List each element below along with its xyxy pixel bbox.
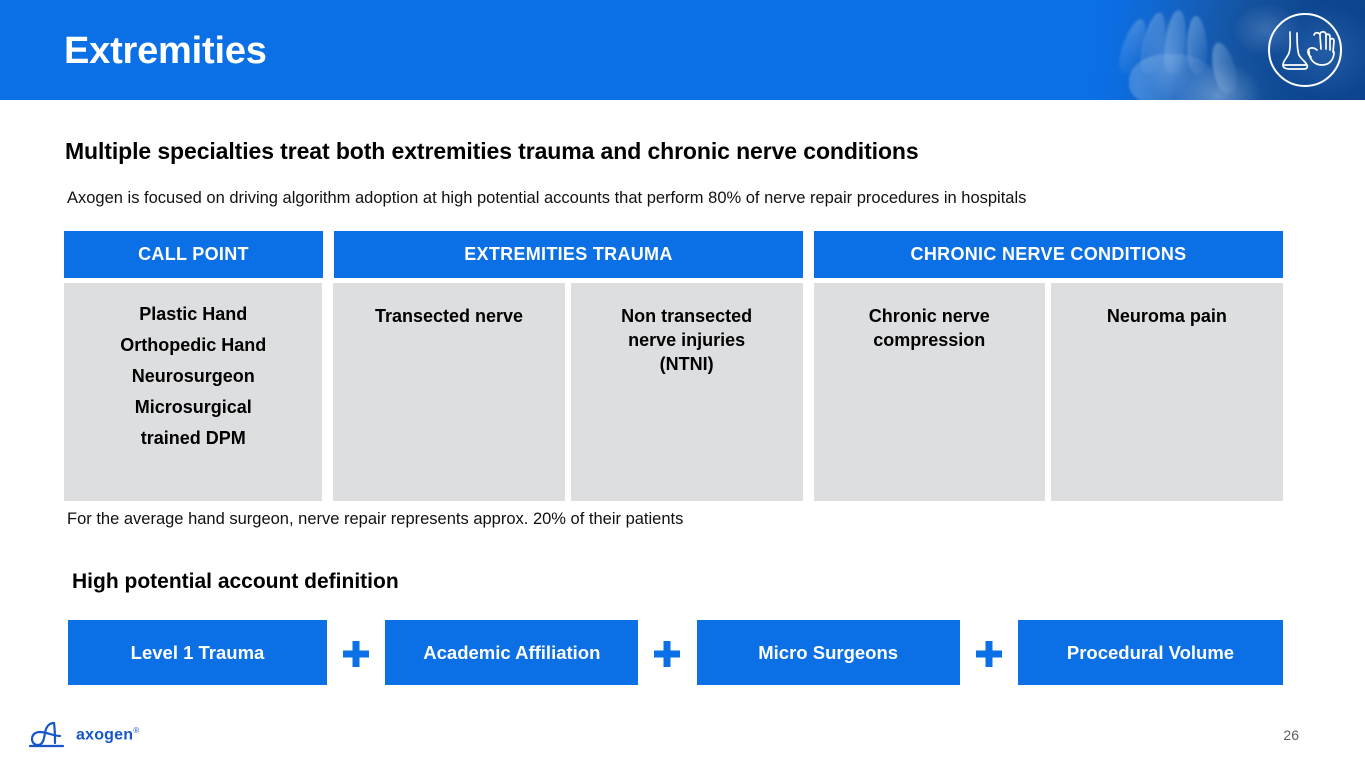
plus-glyph — [975, 641, 1002, 668]
cell-line: Chronic nerve — [868, 306, 990, 326]
cell-line: nerve injuries — [628, 329, 746, 350]
criteria-chip-level-1-trauma: Level 1 Trauma — [68, 620, 327, 685]
high-potential-criteria-row: Level 1 Trauma Academic Affiliation Micr… — [68, 620, 1283, 685]
matrix-cell-chronic-nerve-compression: Chronic nerve compression — [813, 283, 1045, 501]
foot-and-hand-icon — [1282, 30, 1335, 70]
banner-emblem-circle — [1268, 13, 1342, 87]
matrix-cell-transected-nerve: Transected nerve — [333, 283, 565, 501]
plus-icon — [960, 634, 1018, 672]
registered-mark: ® — [133, 725, 140, 735]
axogen-wordmark: axogen® — [76, 726, 139, 744]
matrix-header-extremities-trauma: EXTREMITIES TRAUMA — [333, 231, 803, 278]
call-point-item: Orthopedic Hand — [120, 334, 267, 355]
call-point-item: trained DPM — [140, 427, 246, 448]
subheadline: Axogen is focused on driving algorithm a… — [67, 189, 1027, 207]
axogen-logo: axogen® — [27, 718, 139, 752]
matrix-header-row: CALL POINT EXTREMITIES TRAUMA CHRONIC NE… — [64, 231, 1284, 278]
column-gap — [803, 283, 814, 501]
matrix-cell-call-point: Plastic Hand Orthopedic Hand Neurosurgeo… — [64, 283, 323, 501]
criteria-chip-procedural-volume: Procedural Volume — [1017, 620, 1283, 685]
section-title-high-potential: High potential account definition — [72, 570, 399, 593]
cell-line: Non transected — [621, 306, 753, 326]
matrix-header-call-point: CALL POINT — [64, 231, 323, 278]
cell-line: Neuroma pain — [1106, 306, 1227, 326]
matrix-footnote: For the average hand surgeon, nerve repa… — [67, 510, 684, 528]
page-title: Extremities — [64, 30, 267, 72]
plus-icon — [638, 634, 696, 672]
plus-glyph — [343, 641, 370, 668]
criteria-chip-micro-surgeons: Micro Surgeons — [696, 620, 960, 685]
column-gap — [323, 231, 334, 278]
specialty-matrix: CALL POINT EXTREMITIES TRAUMA CHRONIC NE… — [64, 231, 1284, 501]
axogen-a-mark-icon — [28, 721, 65, 748]
header-banner: Extremities — [0, 0, 1365, 100]
criteria-chip-academic-affiliation: Academic Affiliation — [385, 620, 639, 685]
matrix-header-chronic-nerve-conditions: CHRONIC NERVE CONDITIONS — [813, 231, 1284, 278]
cell-line: Transected nerve — [374, 306, 524, 326]
matrix-cell-non-transected-nerve-injuries: Non transected nerve injuries (NTNI) — [570, 283, 803, 501]
call-point-item: Neurosurgeon — [131, 365, 255, 386]
column-gap — [322, 283, 333, 501]
cell-line: (NTNI) — [659, 353, 714, 374]
column-gap — [803, 231, 814, 278]
brand-name: axogen — [76, 726, 134, 744]
call-point-item: Microsurgical — [134, 396, 252, 417]
matrix-cell-neuroma-pain: Neuroma pain — [1050, 283, 1283, 501]
plus-icon — [327, 634, 385, 672]
plus-glyph — [654, 641, 681, 668]
cell-line: compression — [873, 329, 986, 350]
page-number: 26 — [1283, 727, 1299, 743]
call-point-item: Plastic Hand — [139, 304, 248, 324]
headline: Multiple specialties treat both extremit… — [65, 138, 919, 164]
matrix-body-row: Plastic Hand Orthopedic Hand Neurosurgeo… — [64, 283, 1283, 501]
